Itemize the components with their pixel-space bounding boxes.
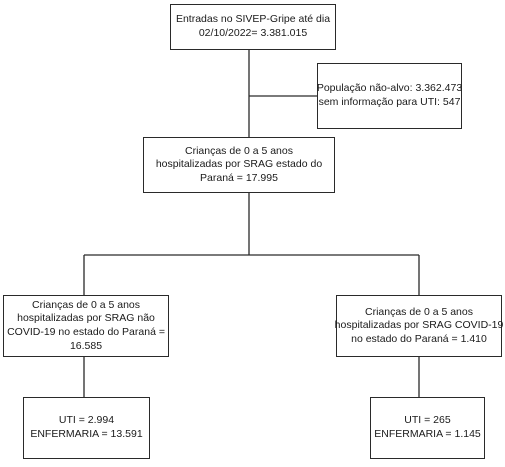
sivep-entries-box: Entradas no SIVEP-Gripe até dia 02/10/20…	[170, 4, 336, 50]
box-text-line: População não-alvo: 3.362.473	[316, 82, 463, 95]
box-text-line: sem informação para UTI: 547	[318, 96, 461, 108]
children-hospitalized-box: Crianças de 0 a 5 anos hospitalizadas po…	[143, 137, 335, 193]
box-text-line: 16.585	[69, 339, 103, 352]
box-text-line: hospitalizadas por SRAG COVID-19	[334, 319, 504, 332]
box-text-line: no estado do Paraná = 1.410	[351, 332, 487, 345]
box-text-line: UTI = 2.994	[58, 414, 115, 427]
noncovid-srag-box: Crianças de 0 a 5 anos hospitalizadas po…	[3, 295, 169, 357]
box-text-line: Crianças de 0 a 5 anos	[32, 298, 140, 311]
box-text-line: ENFERMARIA = 13.591	[30, 428, 143, 440]
box-text-line: Crianças de 0 a 5 anos	[185, 144, 293, 157]
box-text-line: 02/10/2022= 3.381.015	[198, 27, 308, 39]
box-text-line: hospitalizadas por SRAG não	[17, 312, 155, 325]
box-text-line: Crianças de 0 a 5 anos	[365, 305, 473, 318]
box-text-line: Entradas no SIVEP-Gripe até dia	[175, 13, 331, 26]
box-text-line: UTI = 265	[404, 414, 451, 427]
covid-srag-box: Crianças de 0 a 5 anos hospitalizadas po…	[334, 295, 504, 357]
noncovid-outcome-box: UTI = 2.994 ENFERMARIA = 13.591	[23, 397, 150, 459]
covid-outcome-box: UTI = 265 ENFERMARIA = 1.145	[370, 397, 485, 459]
box-text-line: hospitalizadas por SRAG estado do	[155, 158, 323, 171]
excluded-population-box: População não-alvo: 3.362.473 sem inform…	[317, 63, 462, 129]
box-text-line: ENFERMARIA = 1.145	[374, 428, 481, 440]
box-text-line: Paraná = 17.995	[200, 171, 278, 184]
box-text-line: COVID-19 no estado do Paraná =	[7, 326, 165, 338]
